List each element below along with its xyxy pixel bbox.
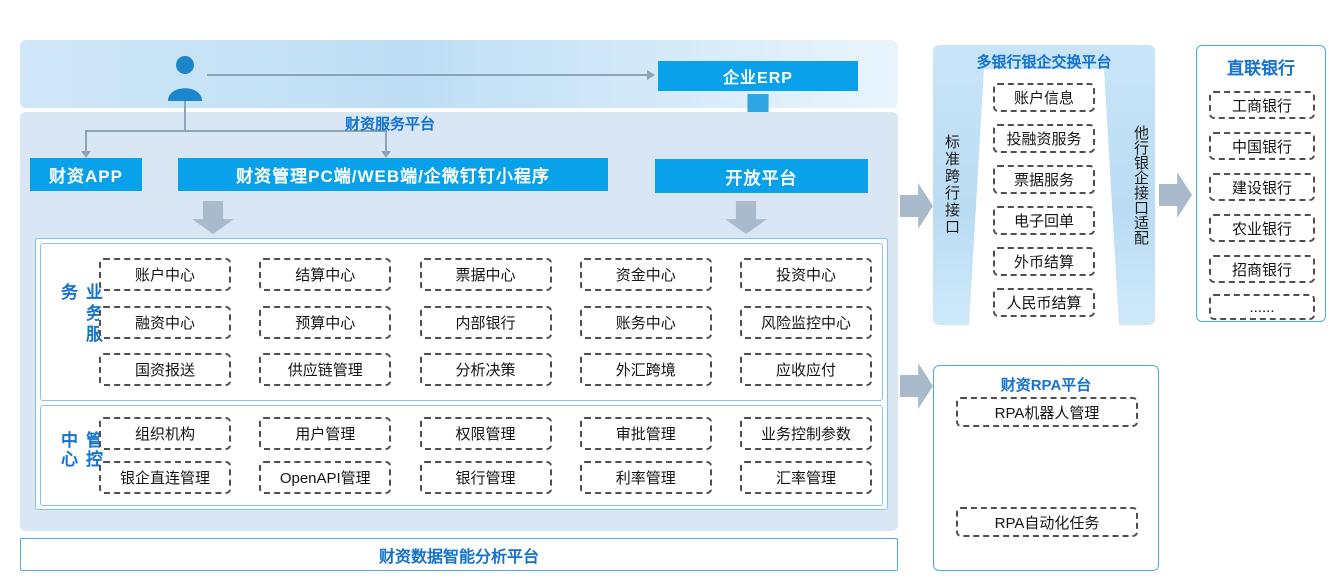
- module-box: 组织机构: [99, 417, 231, 450]
- control-row: 组织机构 用户管理 权限管理 审批管理 业务控制参数: [99, 417, 872, 450]
- exchange-item-box: 账户信息: [993, 83, 1095, 112]
- module-box: 资金中心: [579, 258, 712, 292]
- treasury-app-node: 财资APP: [30, 158, 142, 191]
- module-box: 权限管理: [419, 417, 552, 450]
- module-box: 账务中心: [579, 305, 712, 339]
- exchange-platform-title: 多银行银企交换平台: [976, 54, 1112, 71]
- bank-box: 建设银行: [1209, 173, 1315, 201]
- exchange-item-box: 电子回单: [993, 206, 1095, 235]
- bank-box: 工商银行: [1209, 91, 1315, 119]
- business-row: 账户中心 结算中心 票据中心 资金中心 投资中心: [99, 258, 872, 292]
- module-box: 业务控制参数: [740, 417, 872, 450]
- user-icon: [168, 56, 202, 101]
- business-row: 国资报送 供应链管理 分析决策 外汇跨境 应收应付: [99, 352, 872, 386]
- arrow-right-icon: [900, 183, 933, 229]
- arrow-right-icon: [1159, 172, 1192, 218]
- platform-title: 财资服务平台: [344, 116, 435, 133]
- module-box: 投资中心: [740, 258, 872, 292]
- module-box: 结算中心: [259, 258, 392, 292]
- exchange-left-label: 标准跨行接口: [943, 134, 960, 236]
- module-box: 利率管理: [579, 461, 712, 494]
- control-center-label: 管控中心: [58, 430, 102, 469]
- business-services-section: 业务服务 账户中心 结算中心 票据中心 资金中心 投资中心 融资中心 预算中心 …: [40, 243, 883, 401]
- module-box: 银企直连管理: [99, 461, 231, 494]
- module-box: 分析决策: [419, 352, 552, 386]
- banks-panel: 直联银行 工商银行 中国银行 建设银行 农业银行 招商银行 ......: [1196, 45, 1326, 322]
- open-platform-node: 开放平台: [655, 159, 868, 193]
- module-box: OpenAPI管理: [259, 461, 392, 494]
- module-box: 应收应付: [740, 352, 872, 386]
- arrow-right-icon: [900, 363, 933, 409]
- arrowhead-down-icon: [81, 151, 91, 158]
- exchange-item-box: 外币结算: [993, 247, 1095, 276]
- module-box: 汇率管理: [740, 461, 872, 494]
- business-row: 融资中心 预算中心 内部银行 账务中心 风险监控中心: [99, 305, 872, 339]
- module-box: 内部银行: [419, 305, 552, 339]
- connector-line: [184, 101, 186, 131]
- business-services-label: 业务服务: [58, 283, 102, 346]
- control-center-section: 管控中心 组织机构 用户管理 权限管理 审批管理 业务控制参数 银企直连管理 O…: [40, 405, 883, 506]
- business-rows: 账户中心 结算中心 票据中心 资金中心 投资中心 融资中心 预算中心 内部银行 …: [99, 244, 872, 400]
- analytics-bar: 财资数据智能分析平台: [20, 538, 898, 571]
- rpa-panel: 财资RPA平台 RPA机器人管理 RPA自动化任务: [933, 365, 1159, 571]
- exchange-item-box: 人民币结算: [993, 288, 1095, 317]
- erp-node: 企业ERP: [658, 61, 858, 91]
- module-box: 银行管理: [419, 461, 552, 494]
- connector-line: [85, 130, 87, 152]
- control-row: 银企直连管理 OpenAPI管理 银行管理 利率管理 汇率管理: [99, 461, 872, 494]
- banks-panel-title: 直联银行: [1227, 59, 1295, 78]
- pc-web-node: 财资管理PC端/WEB端/企微钉钉小程序: [178, 158, 608, 191]
- module-box: 账户中心: [99, 258, 231, 292]
- module-box: 外汇跨境: [579, 352, 712, 386]
- rpa-item-box: RPA机器人管理: [956, 397, 1138, 427]
- module-box: 预算中心: [259, 305, 392, 339]
- bank-box: 中国银行: [1209, 132, 1315, 160]
- module-box: 票据中心: [419, 258, 552, 292]
- module-box: 国资报送: [99, 352, 231, 386]
- bank-box: 农业银行: [1209, 214, 1315, 242]
- module-box: 融资中心: [99, 305, 231, 339]
- exchange-right-label: 他行银企接口适配: [1132, 125, 1149, 245]
- connector-line: [385, 130, 387, 152]
- arrowhead-right-icon: [647, 70, 655, 80]
- arrowhead-down-icon: [381, 151, 391, 158]
- exchange-platform-panel: 多银行银企交换平台 标准跨行接口 他行银企接口适配 账户信息 投融资服务 票据服…: [933, 45, 1155, 325]
- exchange-item-box: 投融资服务: [993, 124, 1095, 153]
- rpa-item-box: RPA自动化任务: [956, 507, 1138, 537]
- module-box: 审批管理: [579, 417, 712, 450]
- rpa-panel-title: 财资RPA平台: [1000, 377, 1092, 394]
- module-box: 供应链管理: [259, 352, 392, 386]
- connector-line: [85, 130, 386, 132]
- module-box: 风险监控中心: [740, 305, 872, 339]
- bank-box: 招商银行: [1209, 255, 1315, 283]
- control-rows: 组织机构 用户管理 权限管理 审批管理 业务控制参数 银企直连管理 OpenAP…: [99, 406, 872, 505]
- connector-line: [207, 74, 647, 76]
- bank-box: ......: [1209, 294, 1315, 320]
- module-box: 用户管理: [259, 417, 392, 450]
- exchange-item-box: 票据服务: [993, 165, 1095, 194]
